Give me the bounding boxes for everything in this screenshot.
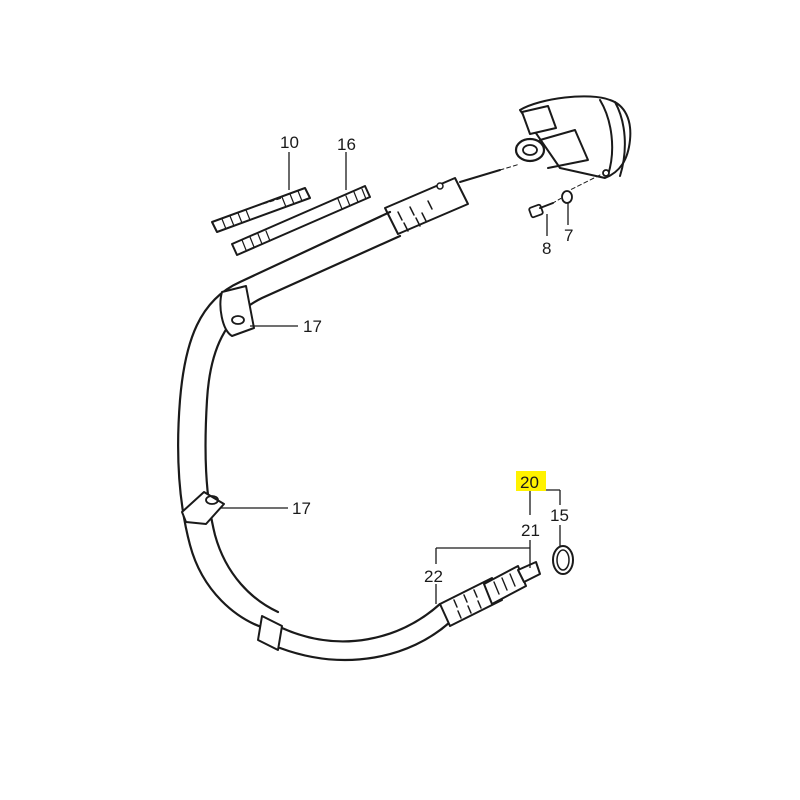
gear-housing bbox=[514, 95, 632, 191]
clamp-part-17-lower bbox=[181, 491, 225, 525]
leader-lines bbox=[220, 152, 569, 604]
callout-20-highlight bbox=[516, 471, 546, 491]
stud-part-16 bbox=[231, 185, 371, 256]
callout-17-lower: 17 bbox=[292, 499, 311, 518]
clamp-part-17-upper bbox=[219, 285, 255, 337]
stud-part-10 bbox=[211, 187, 311, 233]
speedometer-cable bbox=[177, 210, 452, 662]
callout-16: 16 bbox=[337, 135, 356, 154]
cable-upper-end bbox=[384, 163, 521, 235]
callout-17-upper: 17 bbox=[303, 317, 322, 336]
callout-7: 7 bbox=[564, 226, 573, 245]
callout-21: 21 bbox=[521, 521, 540, 540]
o-ring-part-15 bbox=[552, 545, 574, 575]
washer-part-7 bbox=[561, 190, 573, 204]
callout-22: 22 bbox=[424, 567, 443, 586]
callout-20: 20 bbox=[520, 473, 539, 492]
callout-8: 8 bbox=[542, 239, 551, 258]
callout-15: 15 bbox=[550, 506, 569, 525]
cable-lower-fitting bbox=[439, 561, 541, 627]
callout-10: 10 bbox=[280, 133, 299, 152]
